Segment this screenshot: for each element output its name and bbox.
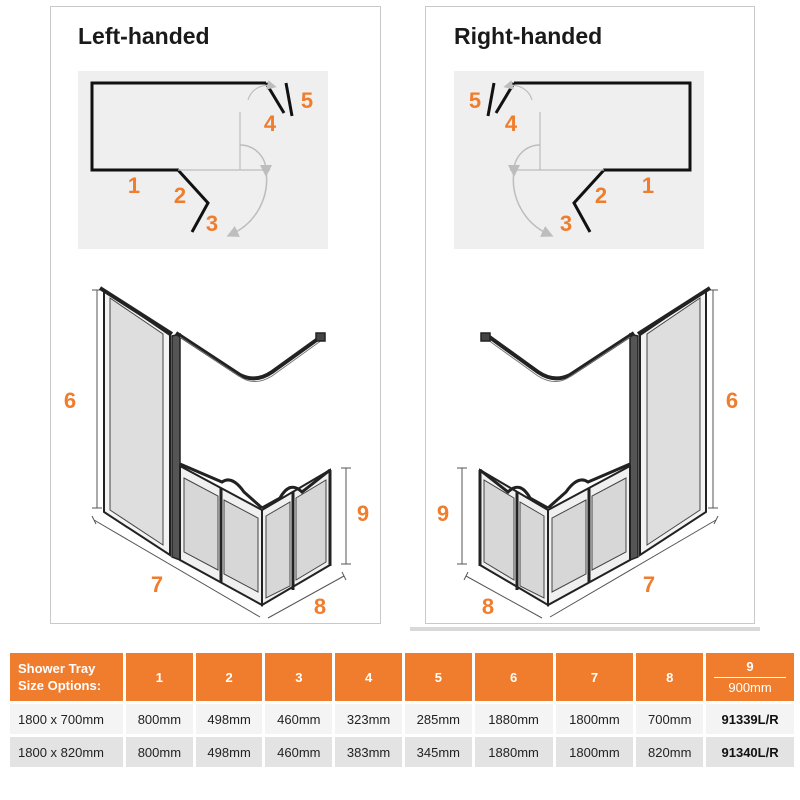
right-view-label-7: 7 <box>643 572 655 597</box>
table-cell: 323mm <box>335 704 402 734</box>
table-cell: 383mm <box>335 737 402 767</box>
header-col-4: 4 <box>335 653 402 701</box>
table-cell: 700mm <box>636 704 704 734</box>
header-col-7: 7 <box>555 653 634 701</box>
left-panel-title: Left-handed <box>78 23 210 49</box>
header-col-9-number: 9 <box>746 659 754 674</box>
table-cell: 345mm <box>404 737 472 767</box>
diagram-drawings: 1 2 3 4 5 1 2 3 4 5 <box>64 80 738 619</box>
left-plan-label-2: 2 <box>174 183 186 208</box>
table-cell: 1800mm <box>555 704 634 734</box>
header-size-options: Shower Tray Size Options: <box>10 653 123 701</box>
header-col-5: 5 <box>404 653 472 701</box>
divider <box>410 627 760 631</box>
header-size-line-2: Size Options: <box>18 678 102 693</box>
left-plan-label-4: 4 <box>264 111 277 136</box>
table-cell: 1880mm <box>474 704 553 734</box>
right-plan-label-1: 1 <box>642 173 654 198</box>
left-plan-label-1: 1 <box>128 173 140 198</box>
row-size: 1800 x 700mm <box>10 704 123 734</box>
right-view-label-6: 6 <box>726 388 738 413</box>
right-plan-label-5: 5 <box>469 88 481 113</box>
table-cell: 498mm <box>195 737 263 767</box>
header-col-1: 1 <box>126 653 193 701</box>
header-col-9: 9 900mm <box>706 653 794 701</box>
left-plan-label-5: 5 <box>301 88 313 113</box>
header-size-line-1: Shower Tray <box>18 661 96 676</box>
header-col-6: 6 <box>474 653 553 701</box>
size-options-table: Shower Tray Size Options: 1 2 3 4 5 6 7 … <box>7 650 797 770</box>
left-view-label-6: 6 <box>64 388 76 413</box>
right-plan-label-4: 4 <box>505 111 518 136</box>
left-view-label-7: 7 <box>151 572 163 597</box>
row-size: 1800 x 820mm <box>10 737 123 767</box>
table-cell: 1800mm <box>555 737 634 767</box>
right-panel-title: Right-handed <box>454 23 603 49</box>
header-col-8: 8 <box>636 653 704 701</box>
left-plan-box <box>78 71 328 249</box>
table-cell: 460mm <box>265 704 333 734</box>
product-code: 91340L/R <box>706 737 794 767</box>
right-view-label-9: 9 <box>437 501 449 526</box>
left-plan-label-3: 3 <box>206 211 218 236</box>
product-code: 91339L/R <box>706 704 794 734</box>
table-cell: 800mm <box>126 737 193 767</box>
table-row: 1800 x 700mm 800mm 498mm 460mm 323mm 285… <box>10 704 794 734</box>
header-col-9-divider <box>714 677 786 678</box>
left-plan-diagram: 1 2 3 4 5 <box>90 80 313 237</box>
table-cell: 800mm <box>126 704 193 734</box>
left-enclosure-drawing <box>91 286 351 619</box>
header-col-9-size: 900mm <box>728 680 772 695</box>
left-view-label-8: 8 <box>314 594 326 619</box>
table-cell: 1880mm <box>474 737 553 767</box>
header-col-2: 2 <box>195 653 263 701</box>
right-plan-label-3: 3 <box>560 211 572 236</box>
table-cell: 285mm <box>404 704 472 734</box>
right-view-label-8: 8 <box>482 594 494 619</box>
table-row: 1800 x 820mm 800mm 498mm 460mm 383mm 345… <box>10 737 794 767</box>
table-cell: 460mm <box>265 737 333 767</box>
left-view-label-9: 9 <box>357 501 369 526</box>
right-plan-diagram: 1 2 3 4 5 <box>469 80 692 237</box>
table-cell: 820mm <box>636 737 704 767</box>
table-cell: 498mm <box>195 704 263 734</box>
right-enclosure-drawing <box>457 286 719 619</box>
right-plan-label-2: 2 <box>595 183 607 208</box>
table-header-row: Shower Tray Size Options: 1 2 3 4 5 6 7 … <box>10 653 794 701</box>
right-plan-box <box>454 71 704 249</box>
header-col-3: 3 <box>265 653 333 701</box>
